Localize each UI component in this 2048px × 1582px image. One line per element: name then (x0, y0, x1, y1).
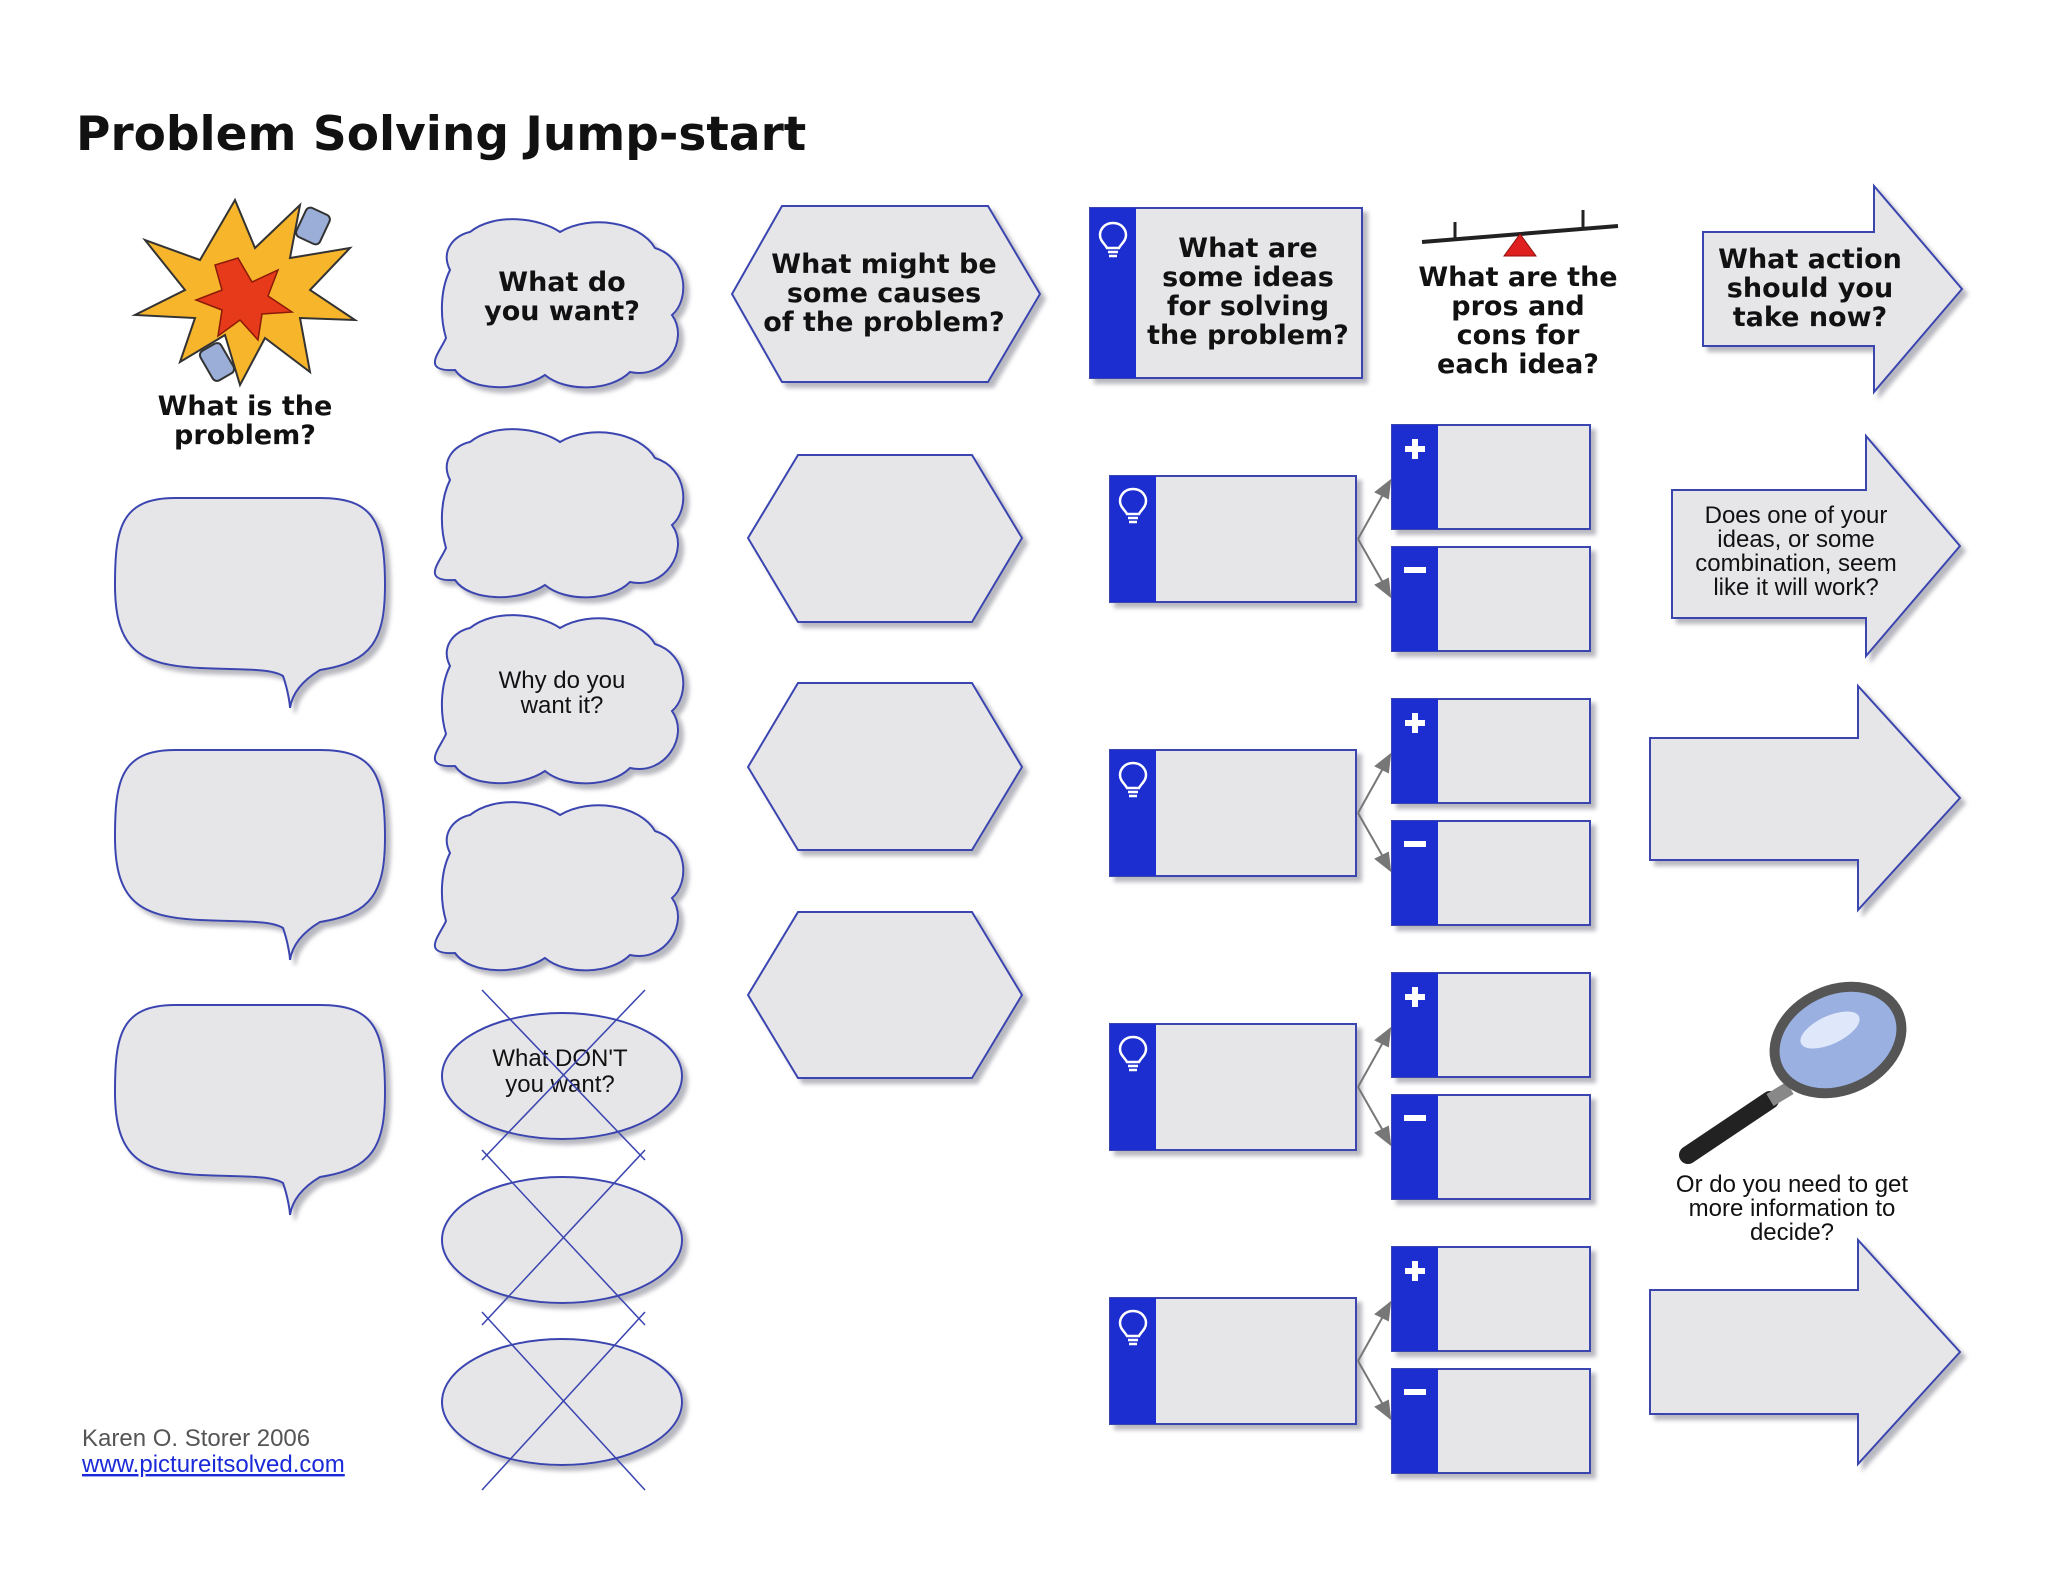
con-box-2[interactable] (1391, 820, 1591, 926)
pros-cons-heading-line3: cons for (1457, 320, 1581, 351)
seesaw-icon (1421, 210, 1619, 257)
credit-link[interactable]: www.pictureitsolved.com (81, 1451, 345, 1478)
idea-box-4[interactable] (1109, 1297, 1357, 1425)
problem-speech-bubble-2[interactable] (113, 749, 387, 961)
ideas-heading-box (1089, 207, 1363, 379)
works-label-line1: Does one of your (1705, 502, 1888, 529)
causes-heading-line2: some causes (787, 278, 981, 309)
action-heading-line1: What action (1718, 244, 1902, 275)
works-label-line4: like it will work? (1713, 574, 1878, 601)
action-heading-line2: should you (1727, 273, 1893, 304)
idea-box-2[interactable] (1109, 749, 1357, 877)
problem-heading-line1: What is the (158, 391, 333, 422)
ideas-heading-line3: for solving (1167, 291, 1329, 322)
cause-hexagon-3[interactable] (746, 911, 1024, 1079)
idea-row-3 (1109, 972, 1591, 1200)
want-cloud-1[interactable] (433, 428, 685, 599)
pro-box-2[interactable] (1391, 698, 1591, 804)
plus-icon (1405, 987, 1425, 1007)
why-label-line2: want it? (520, 692, 604, 719)
want-heading-line2: you want? (484, 296, 640, 327)
more-info-label-line1: Or do you need to get (1676, 1171, 1908, 1198)
magnifying-glass-icon (1679, 981, 1907, 1164)
credit-author: Karen O. Storer 2006 (82, 1425, 310, 1452)
want-cloud-why[interactable] (433, 614, 685, 785)
idea-row-1 (1109, 424, 1591, 652)
causes-heading-line1: What might be (771, 249, 996, 280)
minus-icon (1404, 1115, 1426, 1121)
cause-hexagon-1[interactable] (746, 454, 1024, 623)
minus-icon (1404, 567, 1426, 573)
page-title: Problem Solving Jump-start (76, 107, 806, 162)
more-info-label-line3: decide? (1750, 1219, 1834, 1246)
action-heading-arrow (1702, 183, 1964, 395)
plus-icon (1405, 713, 1425, 733)
minus-icon (1404, 841, 1426, 847)
problem-heading-line2: problem? (174, 420, 316, 451)
idea-row-4 (1109, 1246, 1591, 1474)
action-arrow-3[interactable] (1649, 1237, 1962, 1467)
con-box-1[interactable] (1391, 546, 1591, 652)
causes-heading-hexagon (730, 205, 1042, 383)
idea-box-1[interactable] (1109, 475, 1357, 603)
idea-row-2 (1109, 698, 1591, 926)
plus-icon (1405, 1261, 1425, 1281)
works-label-line3: combination, seem (1695, 550, 1896, 577)
con-box-4[interactable] (1391, 1368, 1591, 1474)
ideas-heading-line1: What are (1178, 233, 1317, 264)
more-info-label-line2: more information to (1689, 1195, 1896, 1222)
connector-arrows (1357, 478, 1392, 599)
con-box-3[interactable] (1391, 1094, 1591, 1200)
dont-want-label-line2: you want? (505, 1071, 614, 1098)
pros-cons-heading-line4: each idea? (1437, 349, 1599, 380)
action-arrow-2[interactable] (1649, 683, 1962, 913)
connector-arrows (1357, 1300, 1392, 1421)
action-arrow-works[interactable] (1671, 433, 1962, 659)
want-heading-cloud (433, 218, 685, 389)
cause-hexagon-2[interactable] (746, 682, 1024, 851)
pros-cons-heading-line2: pros and (1451, 291, 1584, 322)
dont-want-cross-marks (481, 989, 646, 1491)
want-cloud-2[interactable] (433, 801, 685, 972)
pros-cons-heading-line1: What are the (1418, 262, 1617, 293)
action-heading-line3: take now? (1733, 302, 1887, 333)
idea-box-3[interactable] (1109, 1023, 1357, 1151)
minus-icon (1404, 1389, 1426, 1395)
ideas-heading-line2: some ideas (1162, 262, 1334, 293)
problem-speech-bubble-3[interactable] (113, 1004, 387, 1216)
connector-arrows (1357, 1026, 1392, 1147)
connector-arrows (1357, 752, 1392, 873)
explosion-icon (131, 197, 359, 388)
pro-box-3[interactable] (1391, 972, 1591, 1078)
causes-heading-line3: of the problem? (763, 307, 1004, 338)
want-heading-line1: What do (498, 267, 625, 298)
plus-icon (1405, 439, 1425, 459)
pro-box-4[interactable] (1391, 1246, 1591, 1352)
ideas-heading-line4: the problem? (1147, 320, 1349, 351)
why-label-line1: Why do you (499, 667, 626, 694)
works-label-line2: ideas, or some (1717, 526, 1874, 553)
dont-want-label-line1: What DON'T (492, 1045, 628, 1072)
pro-box-1[interactable] (1391, 424, 1591, 530)
problem-speech-bubble-1[interactable] (113, 497, 387, 709)
